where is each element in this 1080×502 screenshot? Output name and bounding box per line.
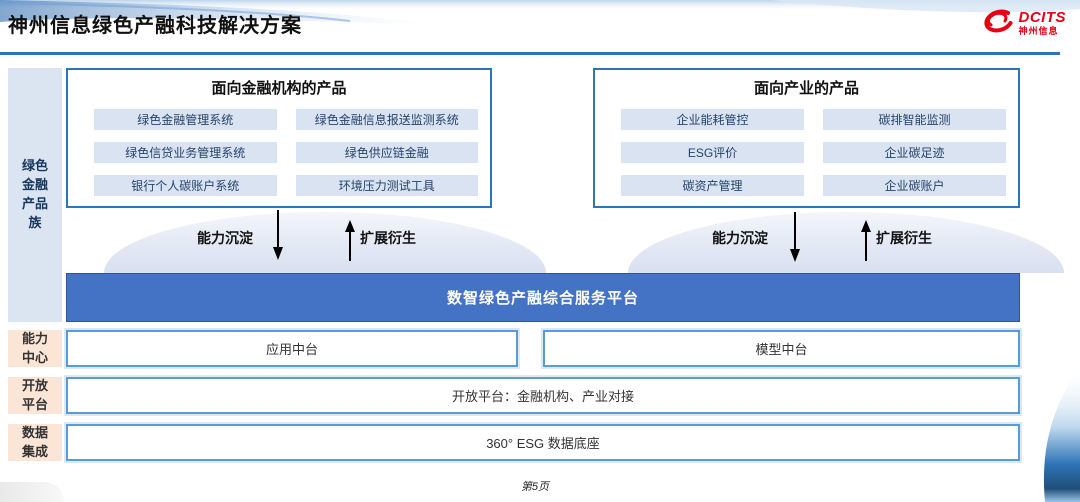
bottom-right-swoosh-decoration [1043,367,1080,502]
sidebar-label-open-platform-text: 开放平台 [21,377,48,412]
sidebar-label-product-family: 绿色金融产品族 [8,68,62,322]
dome-decoration-left [104,212,546,273]
header-divider [0,52,1060,55]
bottom-left-decoration [0,482,64,502]
sidebar-label-capability-center: 能力中心 [8,330,62,367]
platform-bar: 数智绿色产融综合服务平台 [66,273,1020,322]
product-item-enterprise-carbon-account: 企业碳账户 [823,175,1006,196]
dcits-logo: DCITS 神州信息 [981,8,1067,38]
panel-finance-products: 面向金融机构的产品 绿色金融管理系统 绿色金融信息报送监测系统 绿色信贷业务管理… [66,68,492,208]
sidebar-label-open-platform: 开放平台 [8,377,62,414]
sidebar-label-capability-center-text: 能力中心 [21,330,48,365]
dome-decoration-right [628,212,1064,273]
product-item-green-credit-mgmt: 绿色信贷业务管理系统 [94,142,277,163]
down-arrow-icon [273,210,283,260]
panel-finance-title: 面向金融机构的产品 [211,80,347,97]
dcits-swirl-icon [983,9,1012,33]
panel-industry-title: 面向产业的产品 [753,80,859,97]
product-item-green-supply-chain: 绿色供应链金融 [295,142,478,163]
page-title: 神州信息绿色产融科技解决方案 [8,15,302,37]
row-open-platform: 开放平台：金融机构、产业对接 [66,377,1020,414]
logo-brand-label: DCITS [1018,9,1066,26]
product-item-carbon-emission-monitoring: 碳排智能监测 [823,109,1006,130]
up-arrow-icon [861,220,871,261]
flow-label-capability-left: 能力沉淀 [197,230,253,246]
product-item-carbon-asset-mgmt: 碳资产管理 [621,175,804,196]
top-swoosh-decoration [0,0,1080,24]
flow-label-extend-left: 扩展衍生 [360,230,416,246]
panel-finance-grid: 绿色金融管理系统 绿色金融信息报送监测系统 绿色信贷业务管理系统 绿色供应链金融… [68,98,490,196]
flow-label-capability-right: 能力沉淀 [712,230,768,246]
dcits-logo-text: DCITS 神州信息 [1019,10,1067,36]
logo-brand-cn-label: 神州信息 [1018,26,1059,36]
panel-industry-grid: 企业能耗管控 碳排智能监测 ESG评价 企业碳足迹 碳资产管理 企业碳账户 [595,98,1018,196]
product-item-personal-carbon-account: 银行个人碳账户系统 [94,175,277,196]
product-item-energy-monitoring: 企业能耗管控 [621,109,804,130]
product-item-env-stress-test: 环境压力测试工具 [295,175,478,196]
product-item-green-info-reporting: 绿色金融信息报送监测系统 [295,109,478,130]
row-application-middle-platform: 应用中台 [66,330,518,367]
page-number: 第5页 [520,481,550,493]
sidebar-label-data-integration: 数据集成 [8,424,62,461]
row-model-middle-platform: 模型中台 [543,330,1020,367]
down-arrow-icon [790,212,800,262]
product-item-green-finance-mgmt: 绿色金融管理系统 [94,109,277,130]
flow-label-extend-right: 扩展衍生 [876,230,932,246]
sidebar-label-product-family-text: 绿色金融产品族 [21,158,48,230]
sidebar-label-data-integration-text: 数据集成 [21,424,48,459]
row-esg-data-base: 360° ESG 数据底座 [66,424,1020,461]
panel-industry-products: 面向产业的产品 企业能耗管控 碳排智能监测 ESG评价 企业碳足迹 碳资产管理 … [593,68,1020,208]
up-arrow-icon [345,220,355,261]
product-item-esg-rating: ESG评价 [621,142,804,163]
product-item-carbon-footprint: 企业碳足迹 [823,142,1006,163]
